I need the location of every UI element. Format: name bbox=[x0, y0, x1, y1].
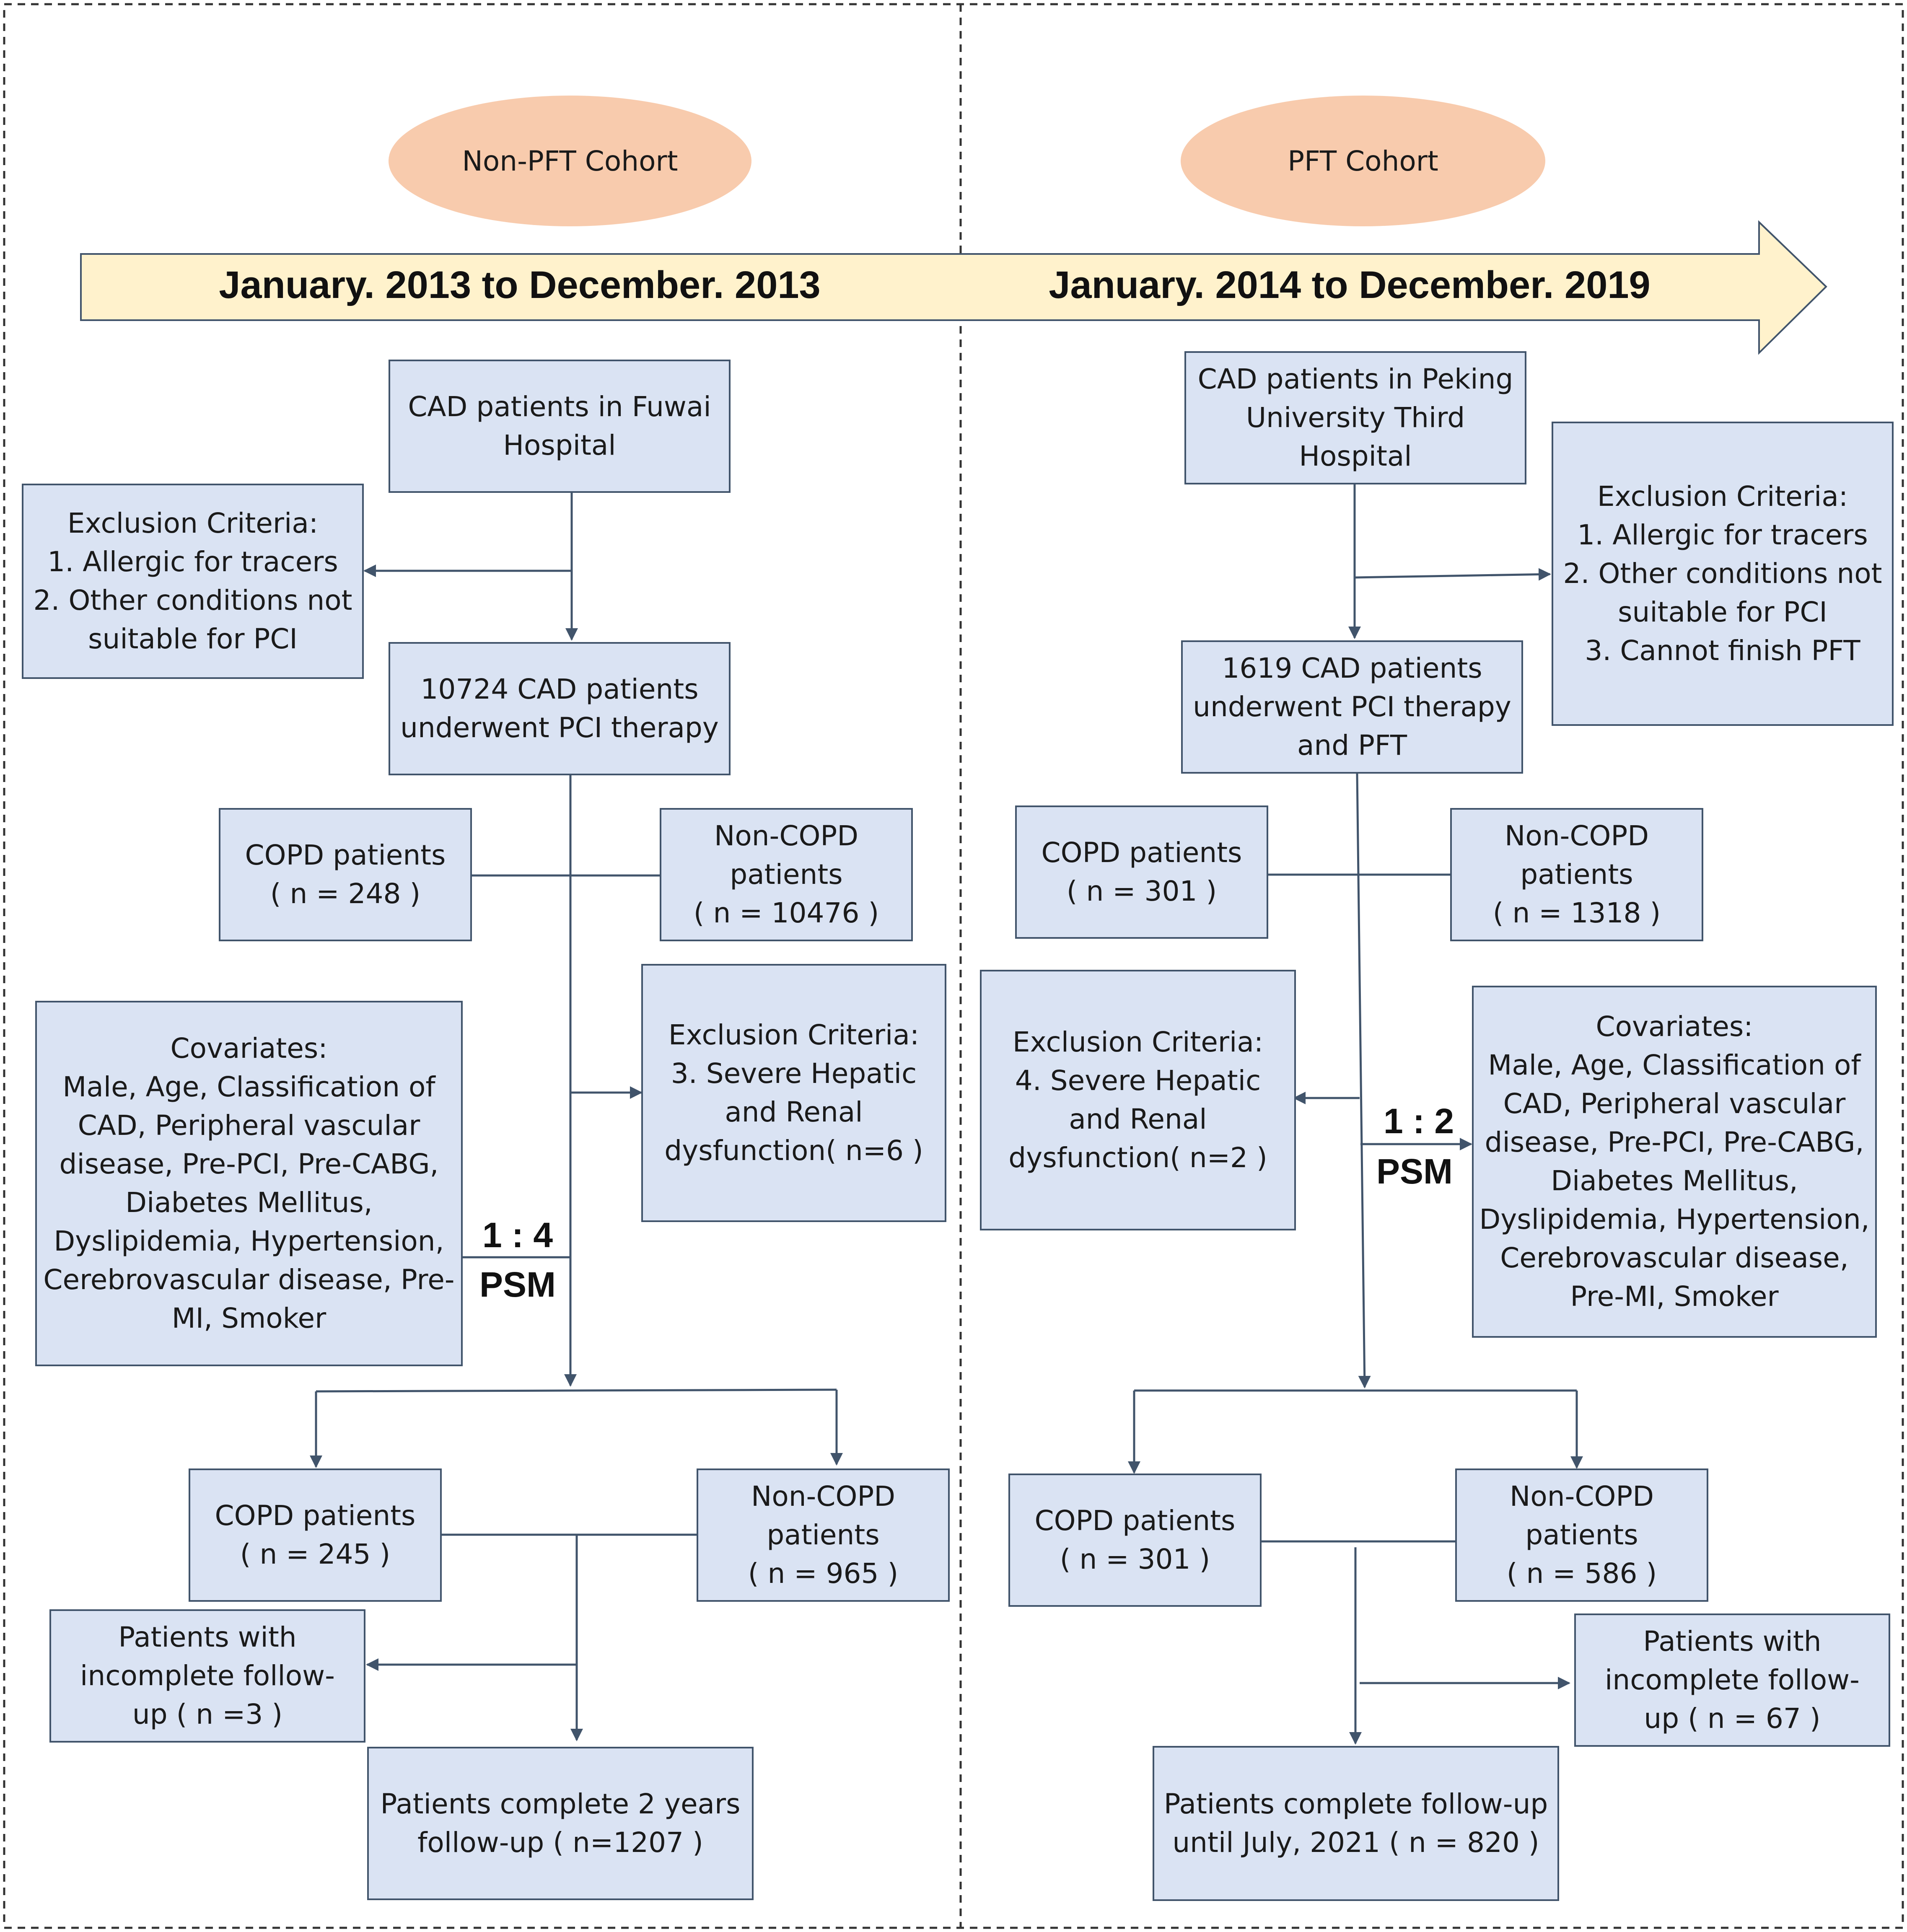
right-copd-box: COPD patients( n = 301 ) bbox=[1015, 805, 1268, 939]
non-pft-cohort-label: Non-PFT Cohort bbox=[389, 96, 751, 226]
right-copd-matched-box: COPD patients( n = 301 ) bbox=[1008, 1474, 1262, 1607]
left-copd-matched-box: COPD patients( n = 245 ) bbox=[189, 1468, 442, 1602]
left-branch-line bbox=[316, 1388, 837, 1393]
left-exclusion-2-box: Exclusion Criteria:3. Severe Hepatic and… bbox=[641, 964, 946, 1222]
left-covariates-box: Covariates:Male, Age, Classification of … bbox=[35, 1001, 463, 1366]
pft-cohort-label: PFT Cohort bbox=[1181, 96, 1545, 226]
right-exclusion-1-box: Exclusion Criteria:1. Allergic for trace… bbox=[1552, 422, 1894, 726]
left-period-label: January. 2013 to December. 2013 bbox=[219, 264, 821, 306]
left-psm-label: PSM bbox=[479, 1265, 556, 1304]
right-period-label: January. 2014 to December. 2019 bbox=[1049, 264, 1650, 306]
right-psm-label: PSM bbox=[1376, 1152, 1453, 1191]
left-psm-ratio: 1 : 4 bbox=[482, 1215, 553, 1255]
right-main-trunk-line bbox=[1356, 773, 1371, 1388]
right-exclusion-2-box: Exclusion Criteria:4. Severe Hepatic and… bbox=[980, 970, 1296, 1230]
right-covariates-box: Covariates:Male, Age, Classification of … bbox=[1472, 986, 1877, 1338]
panel-frame bbox=[3, 3, 1904, 1929]
left-copd-box: COPD patients( n = 248 ) bbox=[219, 808, 472, 941]
right-psm-ratio: 1 : 2 bbox=[1383, 1101, 1454, 1141]
left-exclusion-1-box: Exclusion Criteria:1. Allergic for trace… bbox=[22, 484, 364, 679]
right-exclusion-1-arrow bbox=[1354, 568, 1551, 581]
timeline-arrow bbox=[80, 220, 1827, 355]
